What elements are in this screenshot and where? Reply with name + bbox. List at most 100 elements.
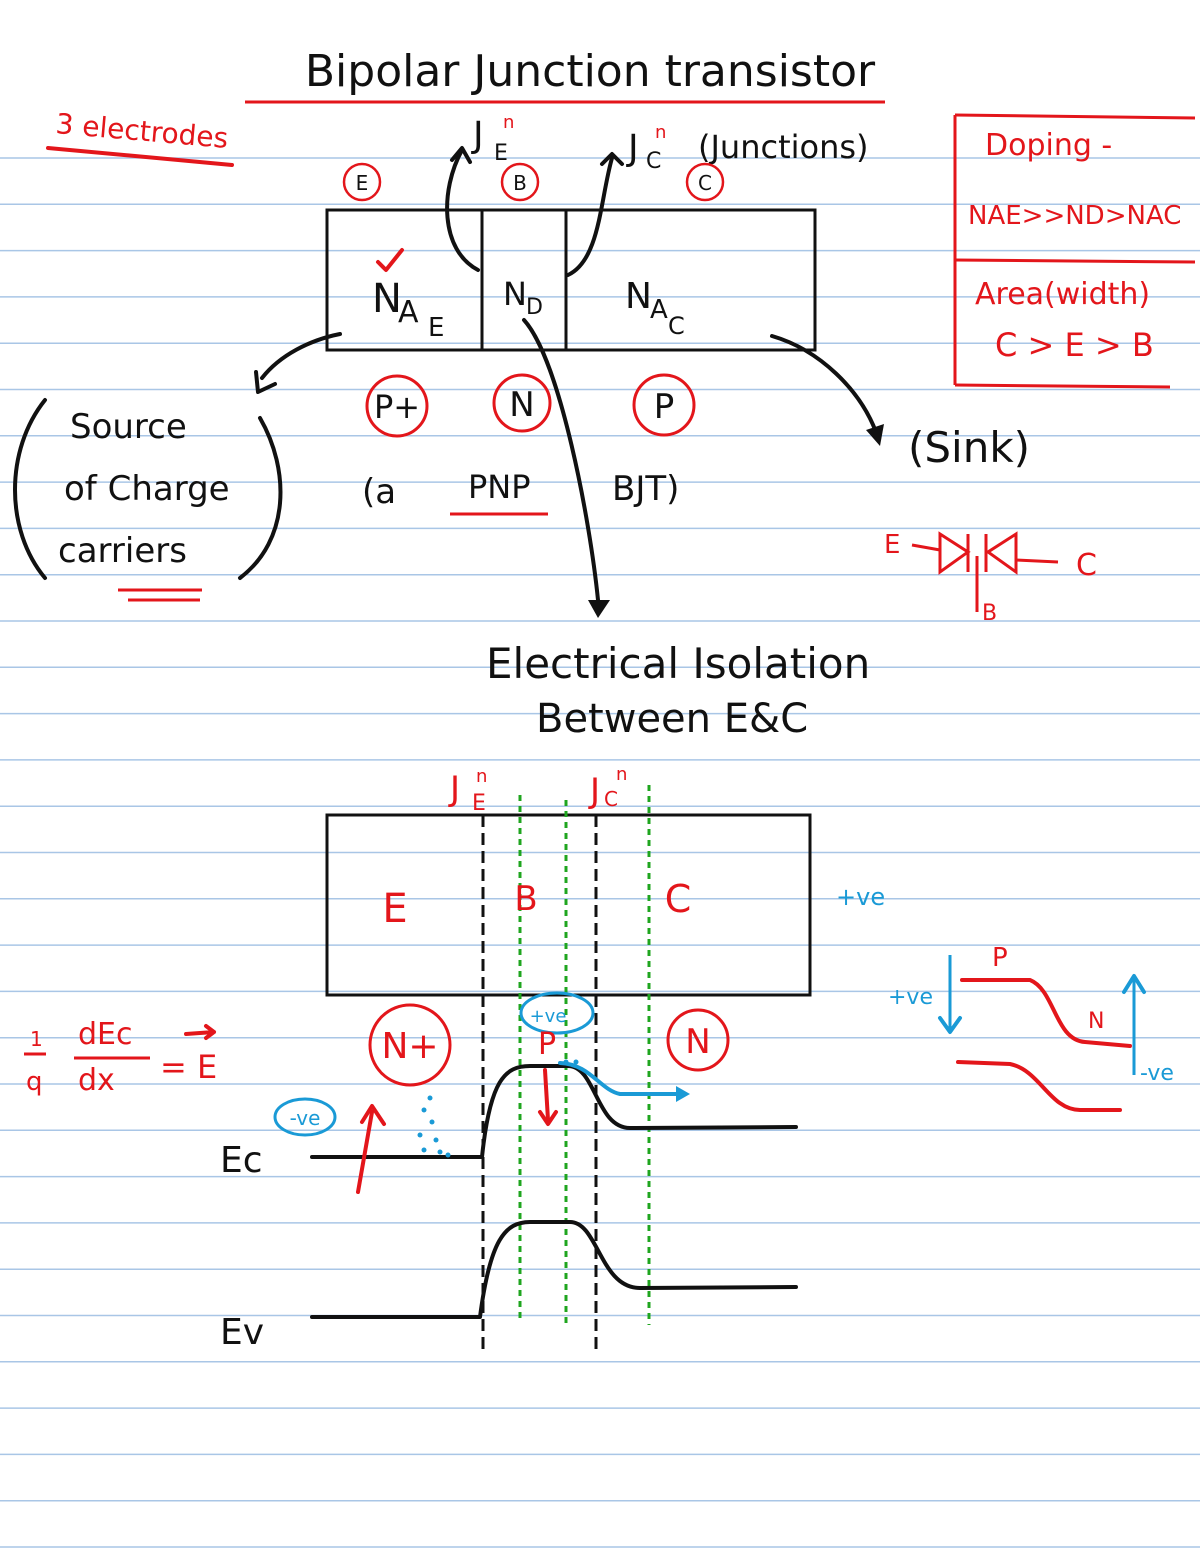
transistor-body [325, 208, 817, 352]
svg-text:N: N [625, 276, 652, 317]
valence-band [310, 1220, 798, 1319]
source-line-2: of Charge [64, 469, 230, 509]
isolation-line-2: Between E&C [536, 696, 808, 742]
doping-relation: NAE>>ND>NAC [968, 201, 1181, 231]
svg-text:E: E [356, 171, 369, 195]
svg-text:P: P [654, 387, 675, 427]
svg-text:N: N [685, 1022, 710, 1062]
svg-text:dx: dx [78, 1063, 115, 1098]
source-arrowhead [254, 370, 277, 394]
source-left-bracket [13, 398, 47, 580]
svg-text:B: B [982, 601, 997, 626]
isolation-line-1: Electrical Isolation [486, 639, 870, 688]
collector-type: P [632, 373, 696, 437]
svg-text:+ve: +ve [530, 1006, 567, 1027]
page-title: Bipolar Junction transistor [305, 46, 876, 97]
source-line-3: carriers [58, 531, 187, 571]
svg-text:E: E [494, 141, 508, 166]
svg-text:N: N [1088, 1009, 1104, 1034]
base-down-arrowhead [538, 1110, 558, 1126]
electron-injection-arrowhead [360, 1104, 386, 1126]
svg-text:-ve: -ve [1140, 1061, 1174, 1086]
jc-arrow [566, 156, 614, 277]
band-emitter-type: N+ [368, 1003, 452, 1087]
je-arrowhead [450, 146, 472, 164]
svg-text:n: n [503, 112, 514, 133]
svg-text:N: N [503, 275, 527, 313]
svg-text:J: J [448, 769, 460, 809]
isolation-arrowhead [588, 600, 610, 618]
svg-text:P: P [538, 1027, 556, 1062]
pnp-note-suffix: BJT) [612, 469, 679, 509]
collector-region-label: N A C [625, 276, 685, 340]
base-type: N [492, 373, 552, 433]
isolation-arrow [522, 318, 600, 602]
svg-text:dEc: dEc [78, 1017, 133, 1052]
band-region-emitter: E [382, 886, 407, 932]
base-region-label: N D [503, 275, 543, 320]
electron-dots [417, 1059, 579, 1158]
svg-text:-ve: -ve [290, 1106, 321, 1130]
svg-text:= E: = E [160, 1048, 217, 1086]
svg-text:n: n [476, 766, 487, 787]
electrode-note-underline [46, 146, 234, 167]
sink-arrow [770, 334, 878, 434]
svg-text:n: n [616, 764, 627, 785]
band-region-collector: C [665, 877, 692, 921]
junctions-note: (Junctions) [698, 128, 869, 166]
sink-note: (Sink) [908, 423, 1030, 472]
je-label: J n E [471, 112, 514, 166]
area-label: Area(width) [975, 277, 1150, 312]
electron-injection-arrow [356, 1110, 374, 1194]
jc-arrowhead [600, 152, 624, 166]
svg-text:1: 1 [30, 1027, 43, 1051]
svg-text:E: E [472, 791, 486, 816]
svg-text:+ve: +ve [888, 985, 933, 1010]
jc-label: J n C [626, 122, 666, 174]
svg-text:N: N [372, 276, 402, 322]
svg-text:C: C [1076, 548, 1097, 583]
diode-symbol: E C B [884, 530, 1097, 626]
svg-text:E: E [884, 530, 900, 560]
emitter-type: P+ [365, 374, 429, 438]
svg-text:n: n [655, 122, 666, 143]
svg-text:C: C [604, 787, 618, 811]
pnp-note-prefix: (a [362, 472, 396, 512]
source-line-1: Source [70, 407, 187, 447]
band-jc-label: J n C [588, 764, 627, 811]
electron-transit-arrowhead [676, 1086, 690, 1102]
svg-text:C: C [646, 149, 661, 174]
band-je-label: J n E [448, 766, 487, 816]
svg-text:E: E [428, 313, 444, 343]
svg-text:C: C [668, 312, 685, 340]
svg-text:P: P [992, 943, 1008, 973]
doping-label: Doping - [985, 128, 1112, 163]
sink-arrowhead [866, 424, 884, 446]
area-relation: C > E > B [995, 326, 1154, 364]
source-right-bracket [238, 416, 283, 580]
band-region-base: B [514, 879, 537, 919]
conduction-band [310, 1064, 798, 1159]
band-positive-label: +ve [836, 883, 885, 911]
svg-text:N+: N+ [381, 1026, 438, 1067]
base-down-arrow [543, 1068, 550, 1122]
emitter-terminal: E [342, 162, 382, 202]
svg-text:q: q [26, 1067, 43, 1097]
field-equation: 1 q dEc dx = E [24, 1017, 217, 1098]
ec-label: Ec [220, 1140, 263, 1181]
electrode-note: 3 electrodes [54, 107, 229, 155]
svg-text:P+: P+ [374, 388, 420, 426]
pnp-note-highlight: PNP [468, 468, 531, 506]
doping-box: Doping - NAE>>ND>NAC Area(width) C > E >… [953, 113, 1196, 389]
svg-text:N: N [509, 385, 534, 425]
svg-text:B: B [513, 171, 527, 195]
band-collector-type: N [666, 1008, 730, 1072]
band-negative-label: -ve [273, 1097, 337, 1137]
svg-text:D: D [526, 295, 543, 320]
electron-transit-path [558, 1061, 682, 1096]
svg-text:C: C [698, 171, 712, 195]
je-arrow [445, 148, 480, 272]
